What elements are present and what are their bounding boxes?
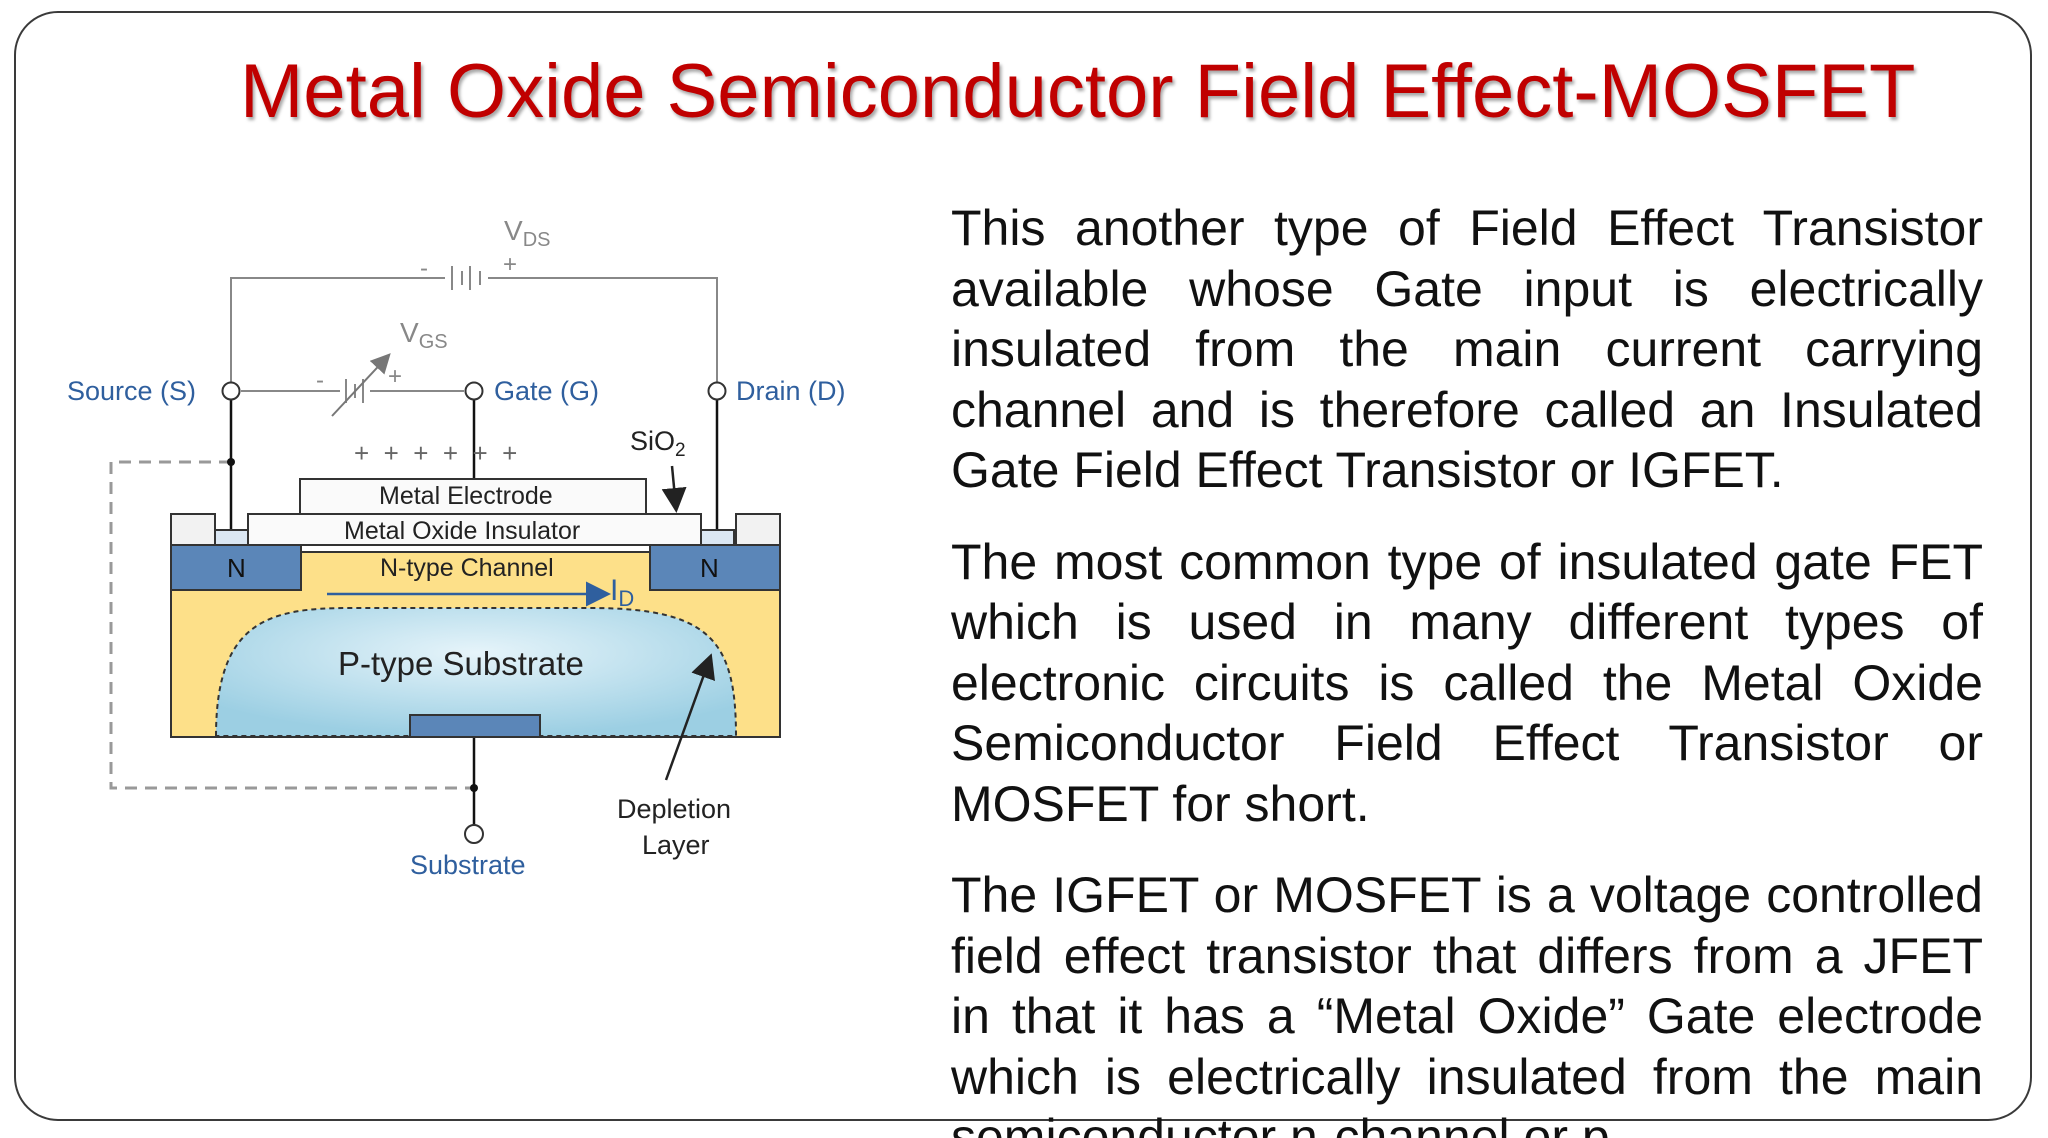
vgs-minus: -	[316, 367, 324, 394]
p-substrate-label: P-type Substrate	[338, 645, 584, 682]
metal-electrode-label: Metal Electrode	[379, 482, 553, 510]
vds-plus: +	[503, 251, 517, 278]
slide-title: Metal Oxide Semiconductor Field Effect-M…	[240, 49, 1916, 134]
n-channel-label: N-type Channel	[380, 554, 554, 582]
source-terminal[interactable]	[221, 381, 241, 401]
metal-oxide-insulator-label: Metal Oxide Insulator	[344, 517, 580, 545]
metal-oxide-insulator	[247, 513, 702, 546]
body-text: This another type of Field Effect Transi…	[951, 198, 1983, 1138]
gate-terminal[interactable]	[464, 381, 484, 401]
paragraph-3: The IGFET or MOSFET is a voltage control…	[951, 867, 1983, 1138]
drain-terminal[interactable]	[707, 381, 727, 401]
vgs-circuit	[241, 353, 464, 417]
source-label: Source (S)	[67, 376, 196, 406]
source-contact	[214, 529, 249, 546]
substrate-contact	[409, 714, 541, 738]
paragraph-2: The most common type of insulated gate F…	[951, 533, 1983, 832]
depletion-label-line2: Layer	[642, 830, 710, 860]
sio2-pointer	[661, 465, 687, 513]
n-region-source	[170, 544, 302, 591]
metal-electrode	[299, 478, 647, 515]
n-drain-label: N	[700, 553, 719, 583]
vds-circuit	[230, 266, 718, 387]
drain-label: Drain (D)	[736, 376, 846, 406]
depletion-pointer	[664, 653, 715, 781]
n-region-drain	[649, 544, 781, 591]
svg-text:VGS: VGS	[400, 317, 448, 353]
substrate-terminal[interactable]	[464, 824, 484, 844]
paragraph-1: This another type of Field Effect Transi…	[951, 200, 1983, 498]
sio2-label: SiO2	[630, 426, 686, 461]
vgs-plus: +	[388, 363, 402, 390]
gate-label: Gate (G)	[494, 376, 599, 406]
depletion-region	[214, 607, 738, 737]
svg-text:SiO2: SiO2	[630, 426, 686, 461]
vds-minus: -	[420, 255, 428, 282]
depletion-label-line1: Depletion	[617, 794, 731, 824]
substrate-label: Substrate	[410, 850, 526, 880]
oxide-left-pad	[170, 513, 216, 546]
svg-text:VDS: VDS	[504, 215, 550, 251]
drain-current-label: ID	[610, 574, 634, 611]
vds-label: VDS	[504, 215, 550, 251]
gate-charges: + + + + + +	[354, 438, 517, 468]
vgs-label: VGS	[400, 317, 448, 353]
substrate-return-path	[109, 460, 474, 790]
drain-contact	[700, 529, 735, 546]
n-source-label: N	[227, 553, 246, 583]
oxide-right-pad	[735, 513, 781, 546]
svg-text:ID: ID	[610, 574, 634, 611]
mosfet-diagram: VDS - + VGS - + Source (S) Gate (G) Drai…	[67, 215, 846, 880]
